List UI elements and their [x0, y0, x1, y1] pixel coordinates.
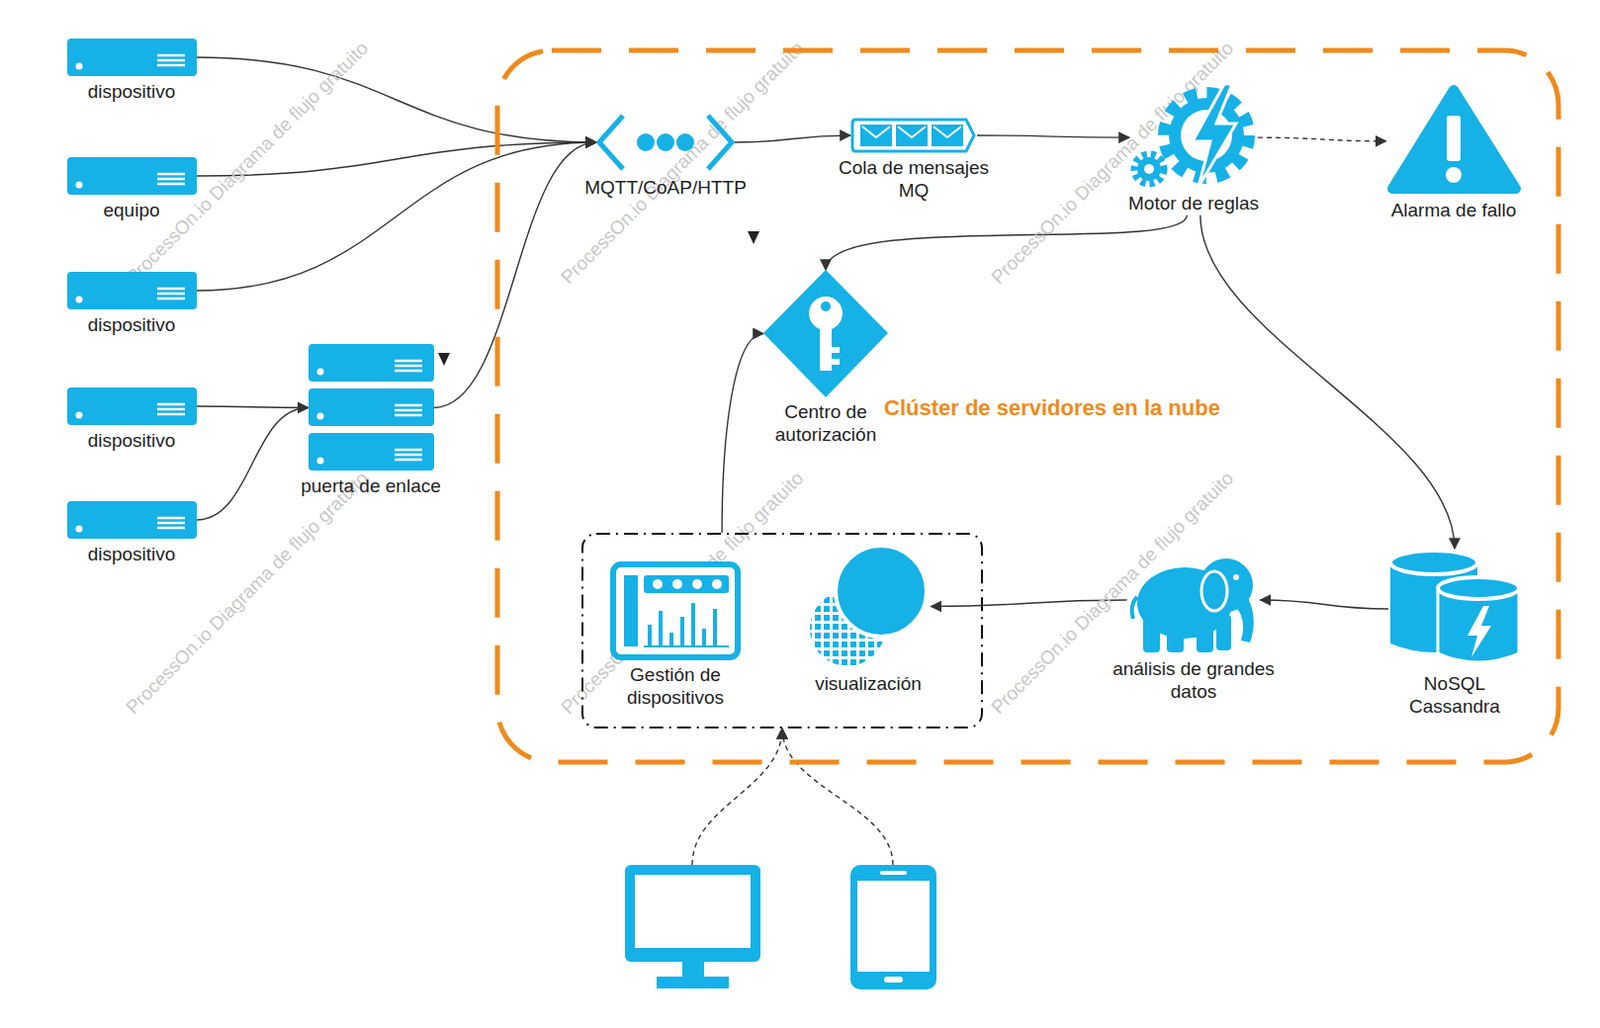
node-label: Gestión de dispositivos [601, 664, 750, 711]
dashed-connector [782, 728, 893, 866]
connector [196, 142, 598, 291]
phone-node [850, 865, 937, 990]
monitor-node [624, 865, 761, 990]
connector [825, 215, 1187, 270]
db-icon [1388, 548, 1521, 670]
app-group: Gestión de dispositivos visualización [581, 533, 983, 729]
node-label: equipo [57, 199, 206, 223]
node-label: análisis de grandes datos [1094, 658, 1293, 705]
node-label: dispositivo [57, 430, 206, 453]
device-node: dispositivo [57, 386, 206, 453]
gear-icon [1129, 82, 1258, 189]
small-triangle [438, 353, 450, 366]
watermark: ProcessOn.io Diagrama de flujo gratuito [556, 37, 808, 289]
node-label: Centro de autorización [756, 401, 895, 447]
connector [434, 142, 598, 409]
gateway-node: puerta de enlace [286, 344, 455, 499]
protocol-node: MQTT/CoAP/HTTP [576, 111, 755, 200]
device-node: equipo [57, 156, 206, 223]
connector [721, 334, 764, 534]
server-icon [67, 386, 197, 427]
connector [931, 600, 1128, 608]
server-icon [67, 156, 197, 196]
device-node: dispositivo [57, 37, 206, 104]
node-label: Motor de reglas [1109, 192, 1278, 216]
gateway-icon [308, 344, 435, 472]
node-label: NoSQL Cassandra [1380, 673, 1529, 719]
server-icon [67, 270, 197, 311]
node-label: dispositivo [57, 314, 206, 338]
dashed-connector [692, 728, 783, 866]
queue-icon [850, 117, 978, 154]
small-triangle [747, 231, 760, 245]
node-label: visualización [799, 673, 938, 697]
region-title: Clúster de servidores en la nube [880, 395, 1225, 422]
dashed-connector [1257, 137, 1387, 142]
mqtt-icon [596, 111, 735, 174]
server-icon [67, 500, 197, 540]
key-icon [763, 269, 889, 398]
connector [1260, 600, 1390, 610]
device-mgmt-node: Gestión de dispositivos [601, 561, 750, 711]
phone-icon [850, 865, 937, 990]
nosql-node: NoSQL Cassandra [1380, 548, 1529, 719]
rule-engine-node: Motor de reglas [1109, 82, 1278, 216]
connector [196, 408, 309, 522]
alarm-node: Alarma de fallo [1369, 82, 1538, 223]
connector [196, 406, 309, 409]
node-label: puerta de enlace [286, 475, 455, 499]
node-label: MQTT/CoAP/HTTP [576, 177, 755, 200]
monitor-icon [624, 865, 761, 990]
node-label: dispositivo [57, 543, 206, 567]
connector [196, 57, 598, 143]
vis-icon [805, 543, 932, 670]
node-label: dispositivo [57, 81, 206, 104]
queue-node: Cola de mensajes MQ [827, 117, 1001, 203]
device-node: dispositivo [57, 270, 206, 338]
cluster-region: Clúster de servidores en la nube MQTT/CoA… [494, 47, 1562, 766]
elephant-icon [1127, 545, 1261, 655]
visualization-node: visualización [799, 543, 938, 697]
connector [734, 135, 851, 143]
auth-node: Centro de autorización [756, 269, 895, 447]
connector [977, 135, 1130, 138]
mgmt-icon [610, 561, 741, 661]
connector [1200, 215, 1455, 549]
alarm-icon [1386, 82, 1522, 196]
server-icon [67, 37, 197, 78]
node-label: Alarma de fallo [1369, 199, 1538, 223]
device-node: dispositivo [57, 500, 206, 567]
node-label: Cola de mensajes MQ [827, 157, 1001, 203]
bigdata-node: análisis de grandes datos [1094, 545, 1293, 705]
